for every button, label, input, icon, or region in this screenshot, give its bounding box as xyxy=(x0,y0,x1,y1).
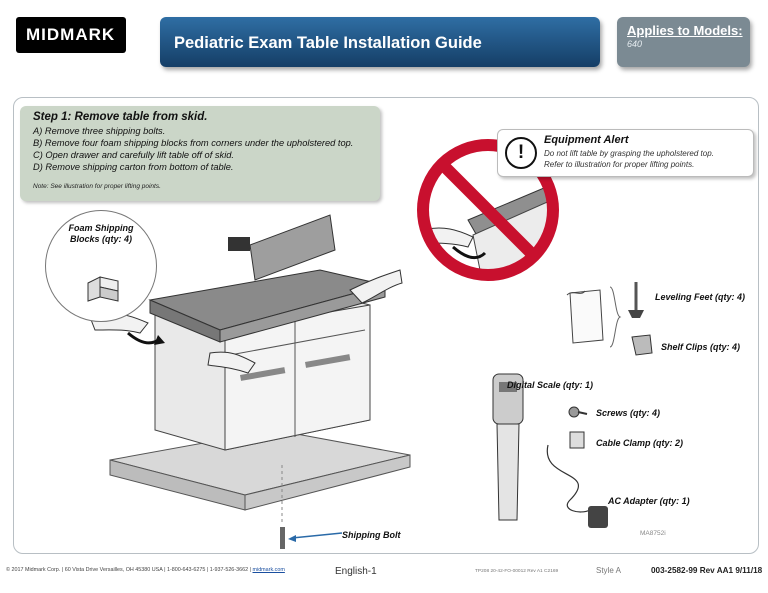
leveling-feet-label: Leveling Feet (qty: 4) xyxy=(655,292,746,302)
cable-clamp-label: Cable Clamp (qty: 2) xyxy=(596,438,684,448)
parts-bag-icon xyxy=(566,286,622,348)
logo-text: MIDMARK xyxy=(26,25,116,44)
screw-icon xyxy=(568,406,588,418)
foam-blocks-label: Foam Shipping Blocks (qty: 4) xyxy=(68,223,134,244)
step-note: Note: See illustration for proper liftin… xyxy=(33,183,161,190)
alert-line-2: Refer to illustration for proper lifting… xyxy=(544,160,695,169)
exclamation-icon: ! xyxy=(505,137,537,169)
midmark-link[interactable]: midmark.com xyxy=(252,567,285,573)
alert-title: Equipment Alert xyxy=(544,134,629,146)
models-value: 640 xyxy=(627,39,643,49)
template-code: TP208 20-42-FO-00012 Rev A1 C2169 xyxy=(475,569,559,574)
screws-label: Screws (qty: 4) xyxy=(596,408,661,418)
title-banner: Pediatric Exam Table Installation Guide xyxy=(160,17,600,67)
footer-copyright: © 2017 Midmark Corp. | 60 Vista Drive Ve… xyxy=(6,567,285,573)
foam-blocks-callout: Foam Shipping Blocks (qty: 4) xyxy=(45,210,157,322)
figure-code: MA8752i xyxy=(640,530,666,537)
style-label: Style A xyxy=(596,566,621,575)
applies-to-models-box: Applies to Models: 640 xyxy=(617,17,750,67)
step-1-instructions: Step 1: Remove table from skid. A) Remov… xyxy=(20,106,380,201)
step-item-a: A) Remove three shipping bolts. xyxy=(33,126,166,136)
step-item-c: C) Open drawer and carefully lift table … xyxy=(33,150,235,160)
page-language-number: English-1 xyxy=(335,566,377,577)
cable-clamp-icon xyxy=(569,431,585,449)
page-title: Pediatric Exam Table Installation Guide xyxy=(174,34,482,52)
digital-scale-label: Digital Scale (qty: 1) xyxy=(507,380,594,390)
shelf-clip-icon xyxy=(631,334,653,356)
shelf-clips-label: Shelf Clips (qty: 4) xyxy=(661,342,741,352)
shipping-bolt-label: Shipping Bolt xyxy=(342,530,401,540)
copyright-text: © 2017 Midmark Corp. | 60 Vista Drive Ve… xyxy=(6,567,251,573)
step-item-b: B) Remove four foam shipping blocks from… xyxy=(33,138,354,148)
models-title: Applies to Models: xyxy=(627,23,743,38)
equipment-alert: ! Equipment Alert Do not lift table by g… xyxy=(497,129,754,177)
ac-adapter-icon xyxy=(546,444,608,528)
exam-table-illustration xyxy=(89,214,411,549)
content-frame xyxy=(13,97,759,554)
digital-scale-icon xyxy=(492,373,524,521)
document-revision: 003-2582-99 Rev AA1 9/11/18 xyxy=(651,566,763,575)
midmark-logo: MIDMARK xyxy=(16,17,126,53)
step-item-d: D) Remove shipping carton from bottom of… xyxy=(33,162,234,172)
alert-line-1: Do not lift table by grasping the uphols… xyxy=(544,149,714,158)
ac-adapter-label: AC Adapter (qty: 1) xyxy=(608,496,690,506)
leveling-foot-icon xyxy=(628,282,644,318)
foam-block-icon xyxy=(87,276,119,302)
step-title: Step 1: Remove table from skid. xyxy=(33,111,208,123)
